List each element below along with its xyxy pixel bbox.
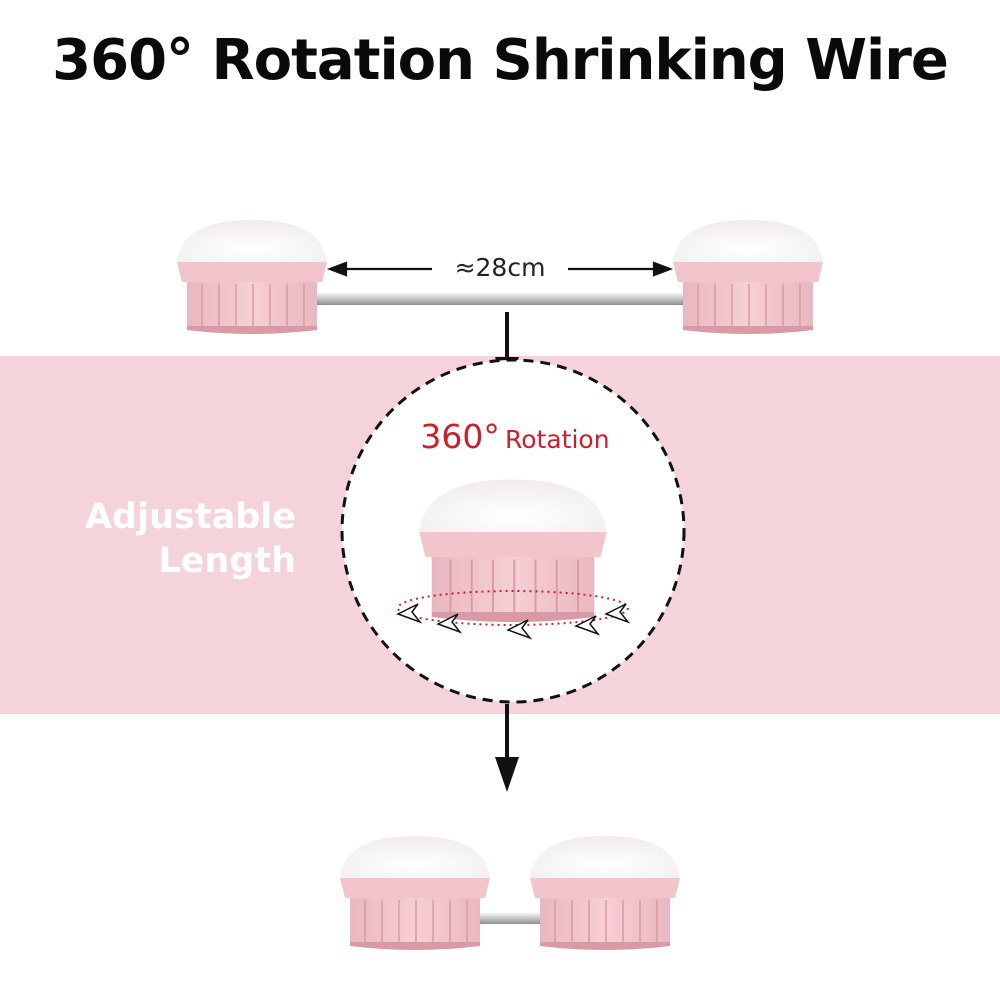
rotation-path <box>397 590 629 626</box>
measurement-arrows <box>326 261 674 277</box>
rotation-degrees: 360° <box>420 417 500 456</box>
rotation-label: 360° Rotation <box>395 417 635 456</box>
rotation-arrows <box>396 603 631 640</box>
bulb-right-bottom <box>529 835 681 951</box>
rotation-word: Rotation <box>505 425 610 454</box>
page-title: 360° Rotation Shrinking Wire <box>52 28 949 93</box>
extended-wire-rod <box>310 293 690 305</box>
bulb-right-top <box>672 219 824 335</box>
bottom-bulb-pair <box>339 835 681 951</box>
bulb-center-rotating <box>418 478 608 623</box>
shortened-wire-rod <box>470 913 540 924</box>
down-arrow-2 <box>495 704 519 792</box>
bulb-left-bottom <box>339 835 491 951</box>
adjustable-length-label: Adjustable Length <box>60 495 296 583</box>
side-label-line-1: Adjustable <box>84 497 296 537</box>
side-label-line-2: Length <box>158 541 296 581</box>
measurement-label: ≈28cm <box>454 253 546 282</box>
top-bulb-pair <box>176 219 824 335</box>
bulb-left-top <box>176 219 328 335</box>
